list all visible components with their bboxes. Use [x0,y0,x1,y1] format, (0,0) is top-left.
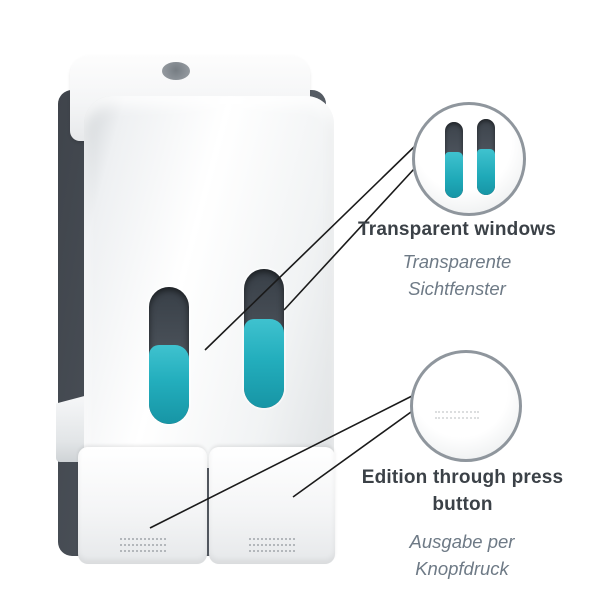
callout-circle-windows [412,102,526,216]
mini-window-left [445,122,463,198]
callout-button-subtitle-line2: Knopfdruck [415,558,509,579]
callout-button-subtitle: Ausgabe per Knopfdruck [352,528,572,582]
mini-vent-dots [435,407,479,419]
soap-liquid-left [149,344,189,424]
callout-circle-button [410,350,522,462]
callout-windows-subtitle-line2: Sichtfenster [408,278,506,299]
vent-dots-left [119,534,166,552]
refill-hole [162,62,190,80]
press-button-right [209,447,335,564]
callout-button-subtitle-line1: Ausgabe per [409,531,515,552]
level-window-right [244,269,284,408]
level-window-left [149,287,189,424]
mini-liquid-left [445,152,463,198]
callout-windows-subtitle: Transparente Sichtfenster [352,248,562,302]
callout-windows-subtitle-line1: Transparente [402,251,512,272]
press-button-left [78,447,207,564]
callout-button-title-line1: Edition through press [361,467,564,488]
callout-button-title-line2: button [432,494,493,515]
mini-liquid-right [477,149,495,195]
vent-dots-right [249,534,295,552]
callout-button-title: Edition through press button [345,464,580,518]
mini-window-right [477,119,495,195]
soap-liquid-right [244,319,284,408]
callout-windows-title: Transparent windows [357,219,557,240]
dispenser-front-body [84,96,334,468]
